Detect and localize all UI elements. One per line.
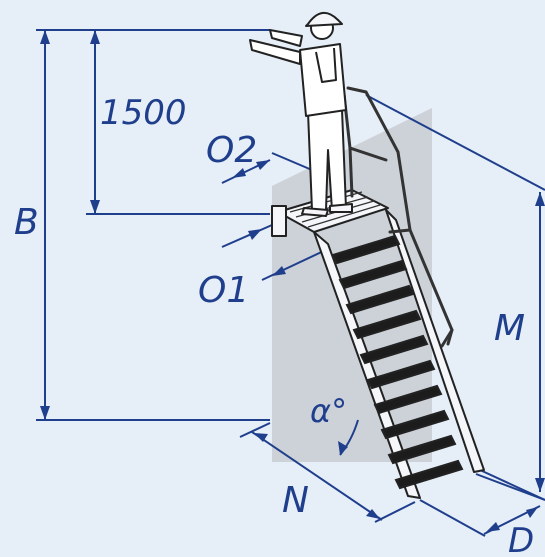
label-alpha: α° bbox=[310, 392, 347, 430]
label-d: D bbox=[508, 521, 534, 557]
handrail bbox=[342, 86, 454, 348]
dimension-lines bbox=[36, 29, 545, 537]
label-b: B bbox=[14, 202, 39, 243]
label-o1: O1 bbox=[198, 270, 249, 311]
label-m: M bbox=[494, 308, 525, 349]
dimension-arrows bbox=[40, 30, 545, 532]
label-o2: O2 bbox=[206, 130, 257, 171]
label-1500: 1500 bbox=[100, 93, 187, 133]
label-n: N bbox=[282, 480, 309, 521]
stair-treads bbox=[331, 234, 464, 490]
worker-figure bbox=[249, 12, 353, 217]
